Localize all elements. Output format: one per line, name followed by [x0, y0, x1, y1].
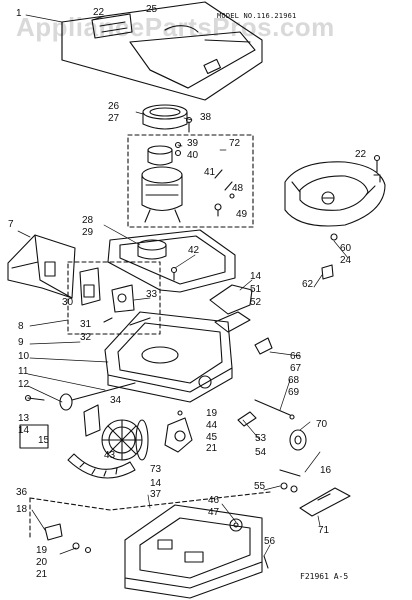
callout-14: 14 [250, 271, 262, 282]
callout-40: 40 [187, 150, 199, 161]
leader [373, 174, 381, 183]
part-18-19 [44, 523, 92, 554]
base-dashed-outline [29, 491, 271, 511]
callout-8: 8 [18, 321, 24, 332]
switch-parts [79, 267, 135, 323]
screw-22-right [373, 154, 381, 173]
part-70 [289, 429, 307, 451]
switch-box [67, 261, 161, 335]
callout-24: 24 [340, 255, 352, 266]
callout-62: 62 [302, 279, 314, 290]
watermark: AppliancePartsPros.com [16, 12, 335, 42]
axle-part-11 [59, 382, 136, 411]
callout-11: 11 [18, 366, 29, 377]
callout-19-bottom: 19 [36, 545, 48, 556]
brush-part-43 [83, 404, 149, 461]
part-66 [254, 337, 273, 355]
callout-71: 71 [318, 525, 330, 536]
callout-60: 60 [340, 243, 352, 254]
tank-body-part-10 [104, 311, 233, 403]
model-number: MODEL NO.116.21961 [217, 12, 297, 20]
callout-48: 48 [232, 183, 244, 194]
callout-14-left: 14 [18, 425, 30, 436]
callout-34: 34 [110, 395, 122, 406]
callout-44: 44 [206, 420, 218, 431]
callout-1: 1 [16, 8, 22, 19]
callout-25: 25 [146, 4, 158, 15]
callout-38: 38 [200, 112, 212, 123]
part-55-16 [279, 469, 301, 493]
callout-51: 51 [250, 284, 262, 295]
callout-33: 33 [146, 289, 158, 300]
pedal-part-71 [299, 487, 351, 517]
leader-lines [17, 14, 349, 557]
belt-part-36 [67, 453, 136, 479]
callout-20: 20 [36, 557, 48, 568]
callout-45: 45 [206, 432, 218, 443]
callout-32: 32 [80, 332, 92, 343]
callout-56: 56 [264, 536, 276, 547]
part-62 [321, 264, 334, 280]
callout-14-mid: 14 [150, 478, 162, 489]
nozzle-part-7 [7, 234, 76, 299]
part-53 [237, 411, 257, 427]
callout-67: 67 [290, 363, 302, 374]
callout-52: 52 [250, 297, 262, 308]
callout-53: 53 [255, 433, 267, 444]
part-44 [164, 417, 193, 453]
handle-part-28 [107, 229, 236, 293]
screw-56 [263, 555, 269, 569]
hood-part-1 [61, 1, 263, 101]
callout-46: 46 [208, 495, 220, 506]
callout-72: 72 [229, 138, 241, 149]
callout-36: 36 [16, 487, 28, 498]
callout-70: 70 [316, 419, 328, 430]
callout-10: 10 [18, 351, 30, 362]
filter-part-26 [142, 104, 188, 130]
part-68 [254, 399, 295, 420]
screw-19-mid [177, 410, 183, 416]
callout-19-mid: 19 [206, 408, 218, 419]
base-part-37 [124, 504, 263, 599]
callout-22: 22 [93, 7, 105, 18]
callout-7: 7 [8, 219, 14, 230]
callout-30: 30 [62, 297, 74, 308]
callout-13: 13 [18, 413, 30, 424]
callout-16: 16 [320, 465, 332, 476]
callout-54: 54 [255, 447, 267, 458]
callout-42: 42 [188, 245, 200, 256]
callout-29: 29 [82, 227, 94, 238]
figure-code: F21961 A-5 [300, 572, 349, 581]
callout-21-mid: 21 [206, 443, 218, 454]
callout-39: 39 [187, 138, 199, 149]
callout-68: 68 [288, 375, 300, 386]
callout-73: 73 [150, 464, 162, 475]
callout-66: 66 [290, 351, 302, 362]
motor-box [127, 134, 254, 228]
callout-22-right: 22 [355, 149, 367, 160]
callout-27: 27 [108, 113, 120, 124]
callout-31: 31 [80, 319, 92, 330]
callout-55: 55 [254, 481, 266, 492]
callout-12: 12 [18, 379, 30, 390]
callout-28: 28 [82, 215, 94, 226]
callout-21-bottom: 21 [36, 569, 48, 580]
callout-26: 26 [108, 101, 120, 112]
motor-assembly [141, 141, 235, 223]
part-51-52 [209, 284, 253, 333]
callout-41: 41 [204, 167, 216, 178]
canister-cap-60 [284, 161, 386, 241]
callout-18: 18 [16, 504, 28, 515]
callout-49: 49 [236, 209, 248, 220]
callout-15: 15 [38, 435, 50, 446]
cover-part-14 [19, 424, 49, 449]
screw-13 [24, 394, 45, 402]
callout-69: 69 [288, 387, 300, 398]
callout-37: 37 [150, 489, 162, 500]
callout-43: 43 [104, 450, 116, 461]
callout-47: 47 [208, 507, 220, 518]
callout-9: 9 [18, 337, 24, 348]
